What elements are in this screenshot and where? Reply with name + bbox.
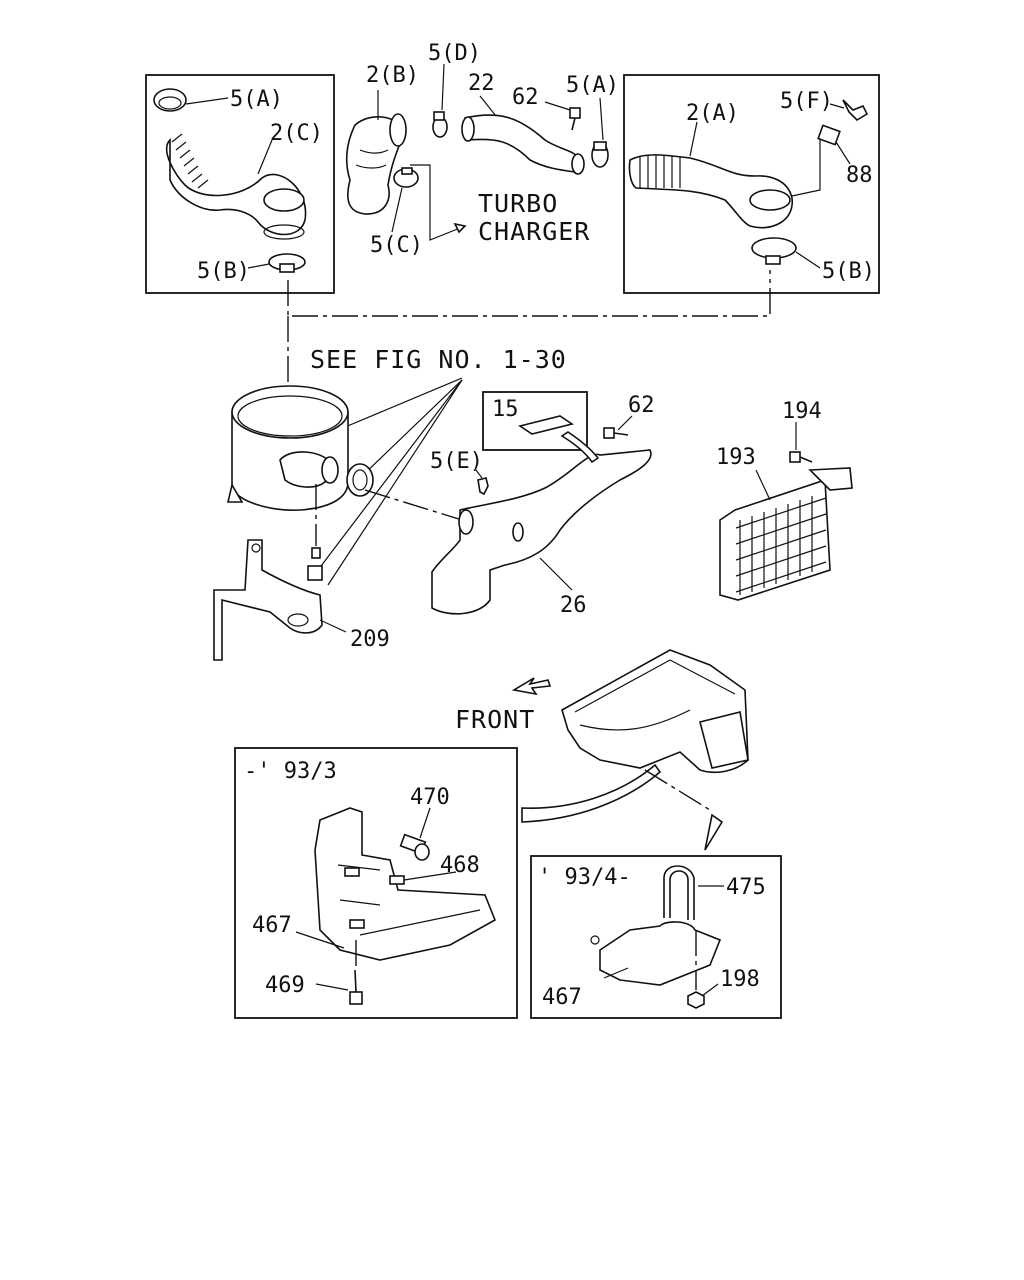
clamp-5c xyxy=(393,167,419,188)
clamp-5d xyxy=(432,111,448,138)
label-62-top: 62 xyxy=(512,85,539,110)
label-22: 22 xyxy=(468,71,495,96)
late-model-box xyxy=(530,855,782,1019)
label-467-left: 467 xyxy=(252,913,292,938)
turbo-label-line2: CHARGER xyxy=(478,217,590,246)
label-5f: 5(F) xyxy=(780,89,833,114)
label-62-mid: 62 xyxy=(628,393,655,418)
left-detail-box xyxy=(145,74,335,294)
label-198: 198 xyxy=(720,967,760,992)
label-475: 475 xyxy=(726,875,766,900)
clamp-5b-right xyxy=(751,237,797,265)
air-duct-2a xyxy=(628,140,821,229)
label-88: 88 xyxy=(846,163,873,188)
label-193: 193 xyxy=(716,445,756,470)
grille-193 xyxy=(719,467,853,601)
clamp-5b-left xyxy=(268,253,306,273)
clamp-5a-left xyxy=(153,88,187,112)
front-label: FRONT xyxy=(455,705,535,734)
label-209: 209 xyxy=(350,627,390,652)
label-15: 15 xyxy=(492,397,519,422)
label-5c: 5(C) xyxy=(370,233,423,258)
clip-5e xyxy=(477,477,489,496)
label-470: 470 xyxy=(410,785,450,810)
oil-pan xyxy=(561,649,749,774)
curved-arrow-left xyxy=(521,763,662,823)
right-detail-box xyxy=(623,74,880,294)
turbo-flow-arrow xyxy=(410,164,466,241)
label-467-right: 467 xyxy=(542,985,582,1010)
u-bolt-475 xyxy=(663,865,695,920)
resonator-26 xyxy=(431,449,652,615)
air-duct-2c xyxy=(165,133,307,240)
shield-bracket-early xyxy=(314,807,497,961)
intake-pipe-22 xyxy=(461,114,585,175)
label-26: 26 xyxy=(560,593,587,618)
label-2c: 2(C) xyxy=(270,121,323,146)
bolt-62-top xyxy=(569,107,581,131)
early-model-box xyxy=(234,747,518,1019)
label-5b-right: 5(B) xyxy=(822,259,875,284)
turbo-label-line1: TURBO xyxy=(478,189,558,218)
label-5a-mid: 5(A) xyxy=(566,73,619,98)
hose-88 xyxy=(817,124,841,146)
label-5b-left: 5(B) xyxy=(197,259,250,284)
see-fig-reference: SEE FIG NO. 1-30 xyxy=(310,345,567,374)
bolt-62-mid xyxy=(603,427,629,439)
shield-bracket-late xyxy=(590,921,722,986)
bolt-194 xyxy=(789,451,813,463)
elbow-hose-2b xyxy=(345,113,407,215)
label-2a: 2(A) xyxy=(686,101,739,126)
nut-198 xyxy=(687,991,705,1009)
air-cleaner-housing xyxy=(226,385,349,511)
label-2b: 2(B) xyxy=(366,63,419,88)
part-15-box xyxy=(482,391,588,451)
bolt-470 xyxy=(399,833,430,861)
bolt-469 xyxy=(349,969,363,1005)
label-5d: 5(D) xyxy=(428,41,481,66)
label-5a-left: 5(A) xyxy=(230,87,283,112)
range-late-label: ' 93/4- xyxy=(538,865,631,890)
label-5e: 5(E) xyxy=(430,449,483,474)
box-connection-line xyxy=(287,270,771,317)
label-469: 469 xyxy=(265,973,305,998)
clamp-5a-mid xyxy=(591,141,609,168)
range-early-label: -' 93/3 xyxy=(244,759,337,784)
clamp-ring xyxy=(346,463,374,497)
mounting-bracket-209 xyxy=(213,539,323,661)
front-arrow xyxy=(511,677,552,696)
label-194: 194 xyxy=(782,399,822,424)
curved-arrow-right xyxy=(704,813,724,851)
connector-5f xyxy=(842,99,869,122)
label-468: 468 xyxy=(440,853,480,878)
